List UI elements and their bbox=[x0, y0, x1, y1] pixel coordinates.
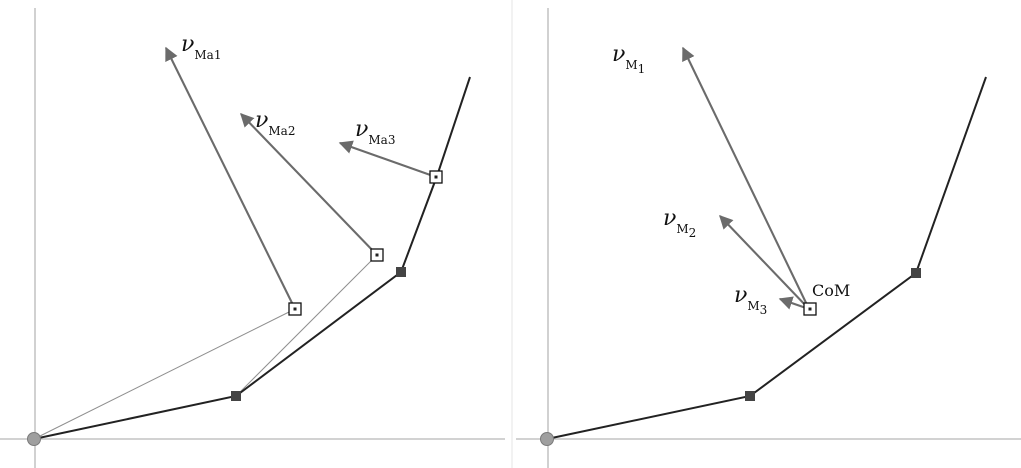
left-joint-2 bbox=[396, 267, 406, 277]
left-link-chain bbox=[33, 76, 471, 440]
label-v-ma2: νMa2 bbox=[255, 108, 295, 138]
right-joint-2 bbox=[911, 268, 921, 278]
label-v-m1: νM1 bbox=[612, 42, 645, 76]
left-vector-ma3 bbox=[338, 140, 437, 178]
left-com-marker-1 bbox=[288, 302, 302, 316]
right-joint-1 bbox=[745, 391, 755, 401]
left-com-marker-2 bbox=[370, 248, 384, 262]
right-com-marker bbox=[803, 302, 817, 316]
left-vector-ma2 bbox=[240, 113, 378, 256]
right-panel: νM1 νM2 νM3 CoM bbox=[516, 8, 1021, 468]
label-com: CoM bbox=[812, 281, 850, 300]
left-com-line-1 bbox=[33, 308, 296, 440]
label-v-m3: νM3 bbox=[734, 283, 767, 317]
left-com-marker-3 bbox=[429, 170, 443, 184]
right-link-chain bbox=[546, 76, 987, 440]
right-vector-m2 bbox=[719, 215, 810, 310]
left-joint-1 bbox=[231, 391, 241, 401]
label-v-ma3: νMa3 bbox=[355, 117, 395, 147]
left-panel: νMa1 νMa2 νMa3 bbox=[0, 8, 505, 468]
right-origin-joint bbox=[540, 432, 554, 446]
left-com-line-2 bbox=[235, 254, 378, 397]
right-vector-m1 bbox=[682, 46, 810, 310]
left-origin-joint bbox=[27, 432, 41, 446]
label-v-m2: νM2 bbox=[663, 206, 696, 240]
left-vector-ma1 bbox=[165, 46, 296, 310]
label-v-ma1: νMa1 bbox=[181, 32, 221, 62]
